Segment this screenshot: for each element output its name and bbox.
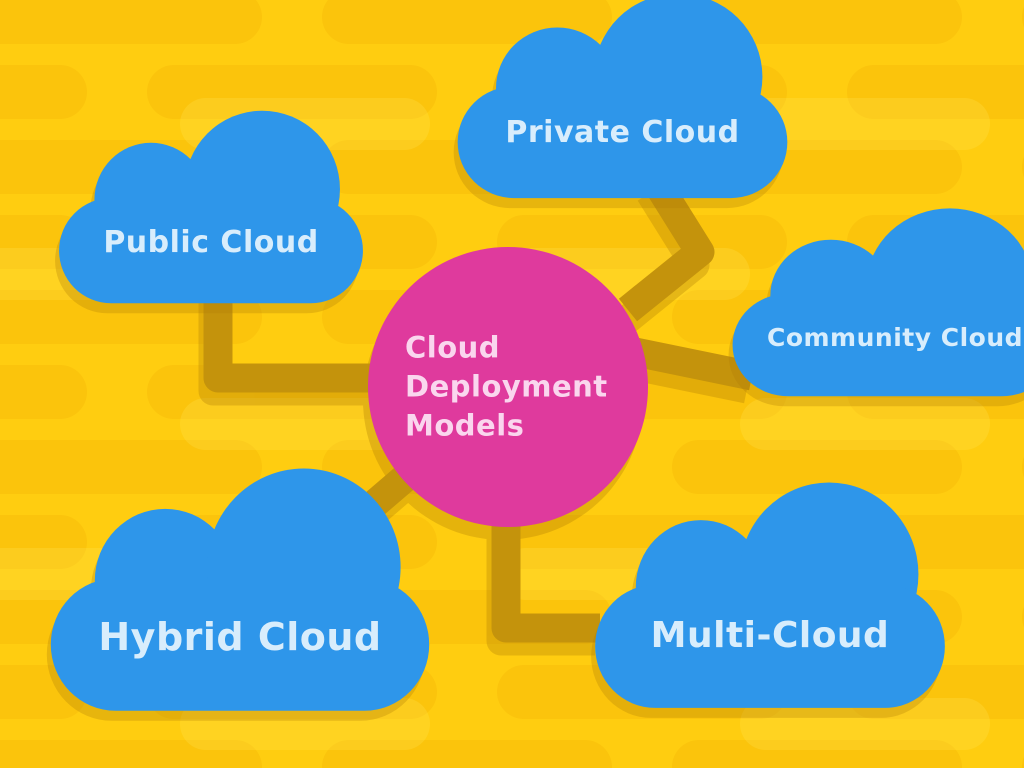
center-node-cloud-deployment-models: Cloud Deployment Models (368, 247, 648, 527)
node-label-multi-cloud: Multi-Cloud (650, 614, 890, 656)
node-hybrid-cloud: Hybrid Cloud (42, 455, 438, 713)
center-title-line-3: Models (405, 408, 525, 443)
center-title-line-2: Deployment (405, 369, 608, 404)
cloud-icon (457, 0, 788, 199)
node-label-public-cloud: Public Cloud (103, 224, 319, 260)
node-multi-cloud: Multi-Cloud (587, 470, 953, 710)
cloud-icon (732, 208, 1024, 397)
cloud-icon (50, 468, 430, 711)
node-private-cloud: Private Cloud (450, 0, 795, 200)
cloud-icon (59, 110, 363, 304)
center-node-title: Cloud Deployment Models (405, 329, 608, 446)
node-label-hybrid-cloud: Hybrid Cloud (98, 615, 382, 659)
node-label-community-cloud: Community Cloud (766, 322, 1024, 352)
connector-multi-cloud (491, 505, 600, 643)
connector-private-cloud (618, 172, 715, 322)
center-title-line-1: Cloud (405, 330, 501, 365)
node-label-private-cloud: Private Cloud (505, 114, 740, 150)
connector-public-cloud (203, 288, 400, 393)
node-public-cloud: Public Cloud (52, 100, 370, 305)
node-community-cloud: Community Cloud (725, 198, 1024, 398)
connector-community-cloud (632, 337, 755, 391)
cloud-icon (595, 482, 945, 708)
